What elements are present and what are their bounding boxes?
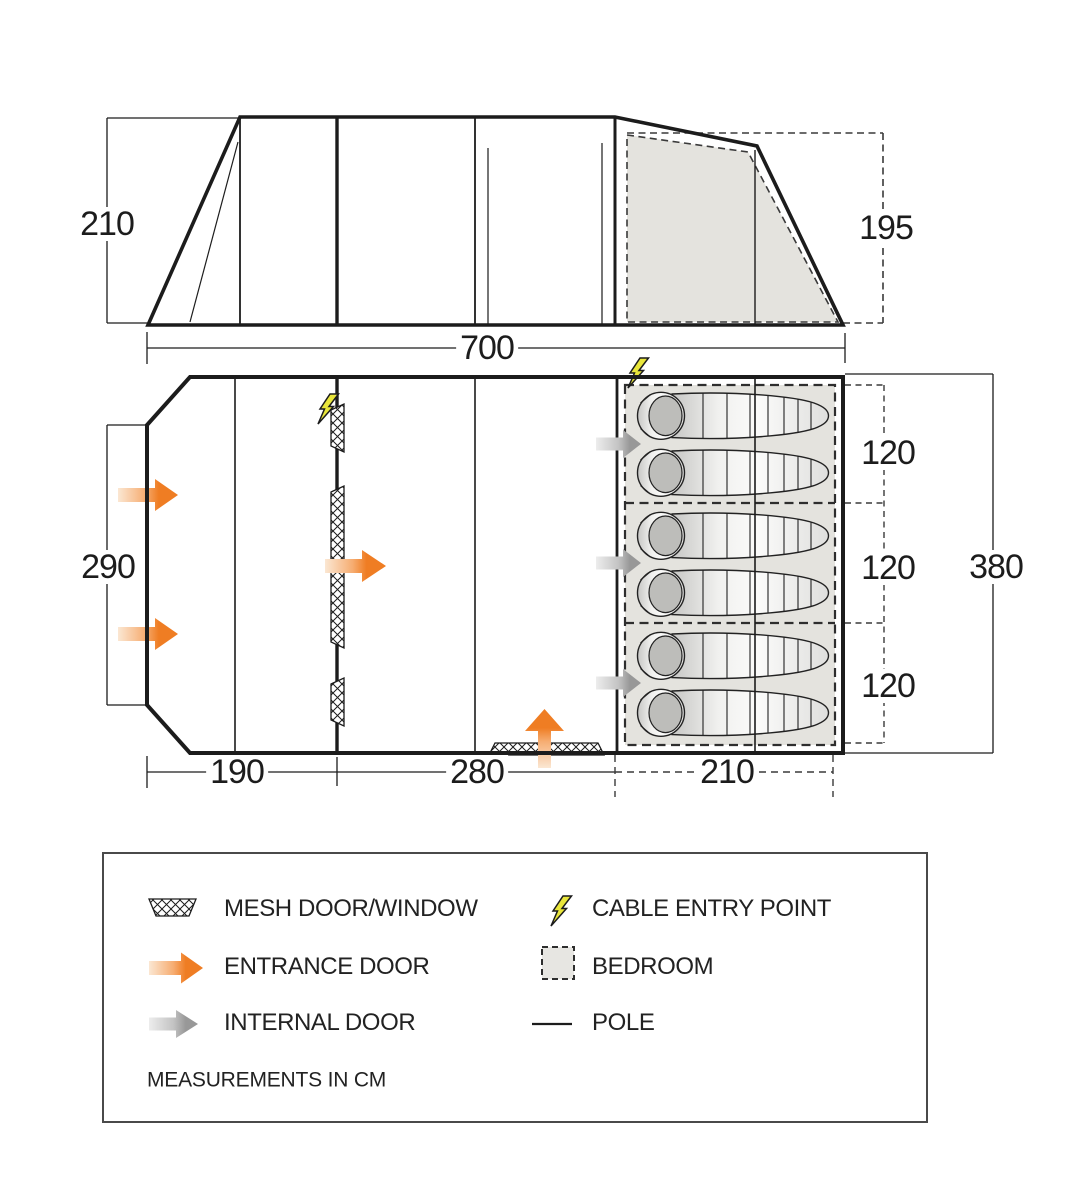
dim-elevation-height-left: 210 [76,207,138,241]
legend [102,852,928,1123]
floor-plan [106,357,994,797]
mesh-strip [330,676,345,728]
elevation-bedroom-area [626,134,840,323]
internal-door-arrows [596,430,641,697]
dim-bedroom-section-1: 120 [857,436,919,470]
dim-elevation-height-right: 195 [855,211,917,245]
legend-label-cable: CABLE ENTRY POINT [592,895,832,922]
dim-bottom-segment-3: 210 [696,755,758,789]
internal-door-arrow [596,430,641,458]
elevation-view [106,115,884,327]
dim-bedroom-section-2: 120 [857,551,919,585]
legend-box [102,852,928,1123]
entrance-door-arrow [525,709,564,768]
dim-bedroom-section-3: 120 [857,669,919,703]
mesh-strip [330,402,345,454]
legend-label-bedroom: BEDROOM [592,953,714,980]
entrance-door-arrow [325,550,386,582]
dim-total-length: 700 [456,331,518,365]
tent-profile [145,115,846,327]
pole-line [189,141,239,323]
bedroom-area [623,383,837,747]
legend-label-internal: INTERNAL DOOR [224,1009,416,1036]
dim-bottom-segment-2: 280 [446,755,508,789]
internal-door-arrow [596,669,641,697]
measurements-note: MEASUREMENTS IN CM [147,1068,387,1092]
legend-label-mesh: MESH DOOR/WINDOW [224,895,478,922]
internal-door-arrow-icon [149,1010,198,1038]
entrance-door-arrow-icon [149,952,203,984]
internal-door-arrow [596,549,641,577]
legend-label-pole: POLE [592,1009,655,1036]
legend-label-entrance: ENTRANCE DOOR [224,953,430,980]
bedroom-swatch-icon [541,946,575,980]
dim-front-depth: 290 [77,550,139,584]
dim-rear-depth: 380 [965,550,1027,584]
mesh-swatch-icon [148,898,197,917]
dim-bottom-segment-1: 190 [206,755,268,789]
